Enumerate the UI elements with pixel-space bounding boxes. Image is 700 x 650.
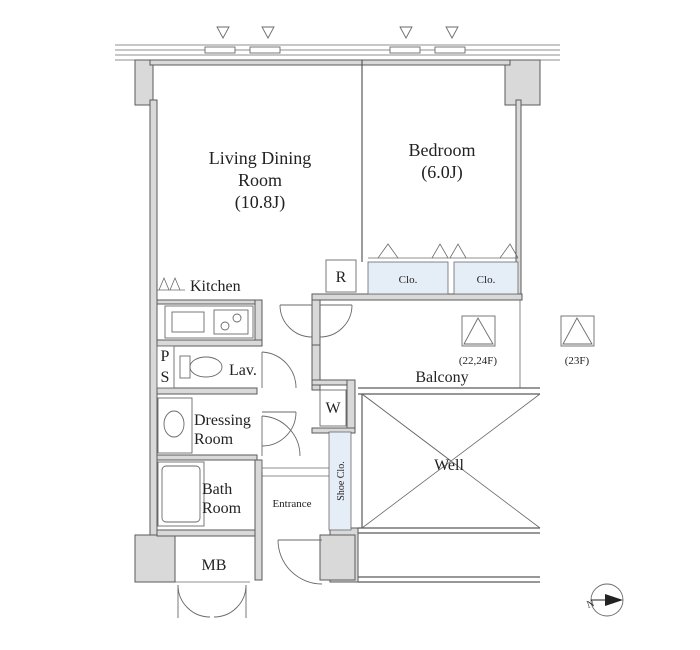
- bedroom-size: (6.0J): [421, 162, 463, 183]
- well-shaft: [361, 393, 541, 529]
- compass-north-label: N: [586, 598, 596, 611]
- top-window-band: [115, 44, 560, 61]
- floor-note-alt: (23F): [565, 355, 590, 367]
- kitchen-sink: [171, 311, 205, 333]
- living-room-size: (10.8J): [235, 192, 286, 213]
- stove-burner-2: [232, 313, 242, 323]
- closet-right-label: Clo.: [477, 274, 496, 286]
- wash-basin: [157, 397, 193, 454]
- closet-left-label: Clo.: [399, 274, 418, 286]
- bath-tub: [157, 461, 205, 527]
- column-bottom-left: [134, 534, 176, 583]
- doors: [175, 304, 353, 618]
- floor-note-main: (22,24F): [459, 355, 498, 367]
- well-label: Well: [434, 457, 464, 474]
- window-marker-2: [261, 26, 275, 39]
- closet-right: [453, 261, 519, 295]
- toilet: [179, 355, 223, 379]
- washer-space: [319, 389, 347, 427]
- pipe-space-label-s: S: [161, 369, 170, 386]
- refrigerator-space: [325, 259, 357, 293]
- refrigerator-label: R: [336, 269, 347, 286]
- pipe-space: [156, 345, 175, 389]
- kitchen-stove: [213, 309, 249, 335]
- lavatory-label: Lav.: [229, 362, 257, 379]
- closet-left: [367, 261, 449, 295]
- window-marker-4: [445, 26, 459, 39]
- entrance-label: Entrance: [272, 498, 311, 510]
- dressing-room-label-2: Room: [194, 431, 234, 448]
- meter-box-label: MB: [202, 557, 227, 574]
- kitchen-label: Kitchen: [190, 278, 241, 295]
- bath-room-label-2: Room: [202, 500, 242, 517]
- walls: [149, 59, 540, 583]
- stove-burner-1: [220, 321, 230, 331]
- window-marker-3: [399, 26, 413, 39]
- shoe-closet: [328, 431, 352, 531]
- kitchen-counter: [157, 276, 254, 339]
- window-marker-1: [216, 26, 230, 39]
- window-markers: [216, 26, 459, 39]
- washer-label: W: [325, 400, 341, 417]
- living-room-label-2: Room: [238, 170, 282, 190]
- column-top-left: [134, 59, 154, 106]
- floor-markers: [461, 315, 595, 347]
- bath-room-label: Bath: [202, 481, 232, 498]
- pipe-space-label-p: P: [161, 348, 170, 365]
- balcony-label: Balcony: [415, 369, 468, 386]
- shoe-closet-label: Shoe Clo.: [336, 461, 347, 500]
- compass: [590, 583, 624, 617]
- dressing-room-label: Dressing: [194, 412, 251, 429]
- living-room-label: Living Dining: [209, 148, 312, 168]
- closet-doors: [368, 243, 519, 259]
- column-top-right: [504, 59, 541, 106]
- bedroom-label: Bedroom: [409, 140, 476, 160]
